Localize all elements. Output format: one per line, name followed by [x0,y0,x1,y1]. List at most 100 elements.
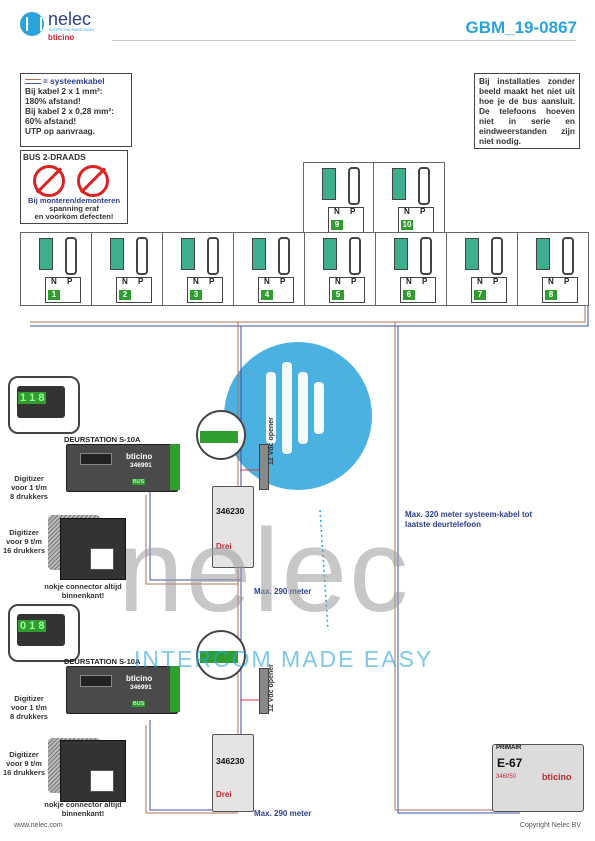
handset-icon [420,237,432,275]
n-label: N [548,277,554,286]
handset-icon [278,237,290,275]
handset-icon [65,237,77,275]
installation-note: Bij installaties zonder beeld maakt het … [474,73,580,149]
footer-website[interactable]: www.nelec.com [14,822,63,829]
doc-code: GBM_19-0867 [465,18,577,37]
warning-line: Bij monteren/demonteren [28,196,120,205]
digitizer-label: Digitizer voor 9 t/m 16 drukkers [2,750,46,777]
connector-note: nokje connector altijd binnenkant! [44,800,122,818]
n-label: N [406,277,412,286]
max-distance-label: Max. 290 meter [254,809,312,818]
digitizer-board [60,740,126,802]
n-label: N [404,207,410,216]
p-label: P [350,207,356,216]
brand-name: nelec [48,9,92,29]
np-panel [258,277,294,303]
np-panel [116,277,152,303]
supply-code: 346050 [496,774,517,780]
handset-icon [418,167,430,205]
cable-note-line: Bij kabel 2 x 0,28 mm²: [25,106,115,116]
handset-icon [349,237,361,275]
p-label: P [138,277,144,286]
np-panel [329,277,365,303]
n-label: N [51,277,57,286]
door-station-connector [80,453,112,465]
bus-label: BUS [132,479,146,485]
phone-unit: N P 10 [373,162,445,236]
digitizer-label: Digitizer voor 1 t/m 8 drukkers [10,694,48,721]
module-brand: Drei [216,542,232,551]
door-opener [259,668,269,714]
door-station-model: 346991 [130,462,152,469]
p-label: P [67,277,73,286]
digitizer-chip [90,770,114,792]
phone-number: 7 [474,290,486,300]
phone-terminal-block [322,168,336,200]
no-plug-icon [33,165,65,197]
installation-note-text: Bij installaties zonder beeld maakt het … [479,76,575,146]
p-label: P [564,277,570,286]
phone-number: 3 [190,290,202,300]
bus-label: BUS [132,701,146,707]
p-label: P [493,277,499,286]
header-divider [112,40,576,41]
cable-note: = systeemkabel Bij kabel 2 x 1 mm²: 180%… [20,73,132,147]
phone-number: 2 [119,290,131,300]
door-station-brand: bticino [126,674,153,683]
p-label: P [422,277,428,286]
cable-note-line: 60% afstand! [25,116,77,126]
phone-number: 1 [48,290,60,300]
module-model: 346230 [216,756,245,766]
phone-number: 10 [401,220,413,230]
digitizer-display-value: 0 1 8 [18,620,47,632]
p-label: P [420,207,426,216]
n-label: N [193,277,199,286]
brand-tagline: INTERCOM MADE EASY [49,27,95,32]
door-station-title: DEURSTATION S-10A [64,657,141,666]
digitizer-label: Digitizer voor 9 t/m 16 drukkers [2,528,46,555]
lens-terminal [200,651,238,663]
phone-number: 4 [261,290,273,300]
door-station-1 [66,444,178,492]
n-label: N [264,277,270,286]
door-station-2 [66,666,178,714]
power-supply [492,744,584,812]
phone-number: 6 [403,290,415,300]
np-panel [187,277,223,303]
cable-note-title: = systeemkabel [43,76,105,86]
phone-terminal-block [392,168,406,200]
warning-line: spanning eraf [49,204,99,213]
p-label: P [209,277,215,286]
max-320-label: Max. 320 meter systeem-kabel tot laatste… [405,510,533,529]
phone-terminal-block [465,238,479,270]
warning-box: BUS 2-DRAADS Bij monteren/demonteren spa… [20,150,128,224]
phone-terminal-block [110,238,124,270]
n-label: N [334,207,340,216]
digitizer-display-value: 1 1 8 [18,392,47,404]
cable-note-line: Bij kabel 2 x 1 mm²: [25,86,103,96]
max-distance-label: Max. 290 meter [254,587,312,596]
terminal-strip [170,666,180,712]
lens-terminal [200,431,238,443]
watermark-word: nelec [118,505,411,637]
phone-terminal-block [394,238,408,270]
header: nelec INTERCOM MADE EASY bticino GBM_19-… [0,0,595,46]
nelec-logo-bars-icon [26,17,42,31]
opener-label: 12 Vdc opener [268,417,275,465]
p-label: P [280,277,286,286]
module-brand: Drei [216,790,232,799]
phone-terminal-block [39,238,53,270]
door-module [212,734,254,812]
bticino-logo: bticino [48,33,75,42]
phone-terminal-block [323,238,337,270]
door-station-connector [80,675,112,687]
supply-title: PRIMAIR [496,745,522,751]
terminal-strip [170,444,180,490]
